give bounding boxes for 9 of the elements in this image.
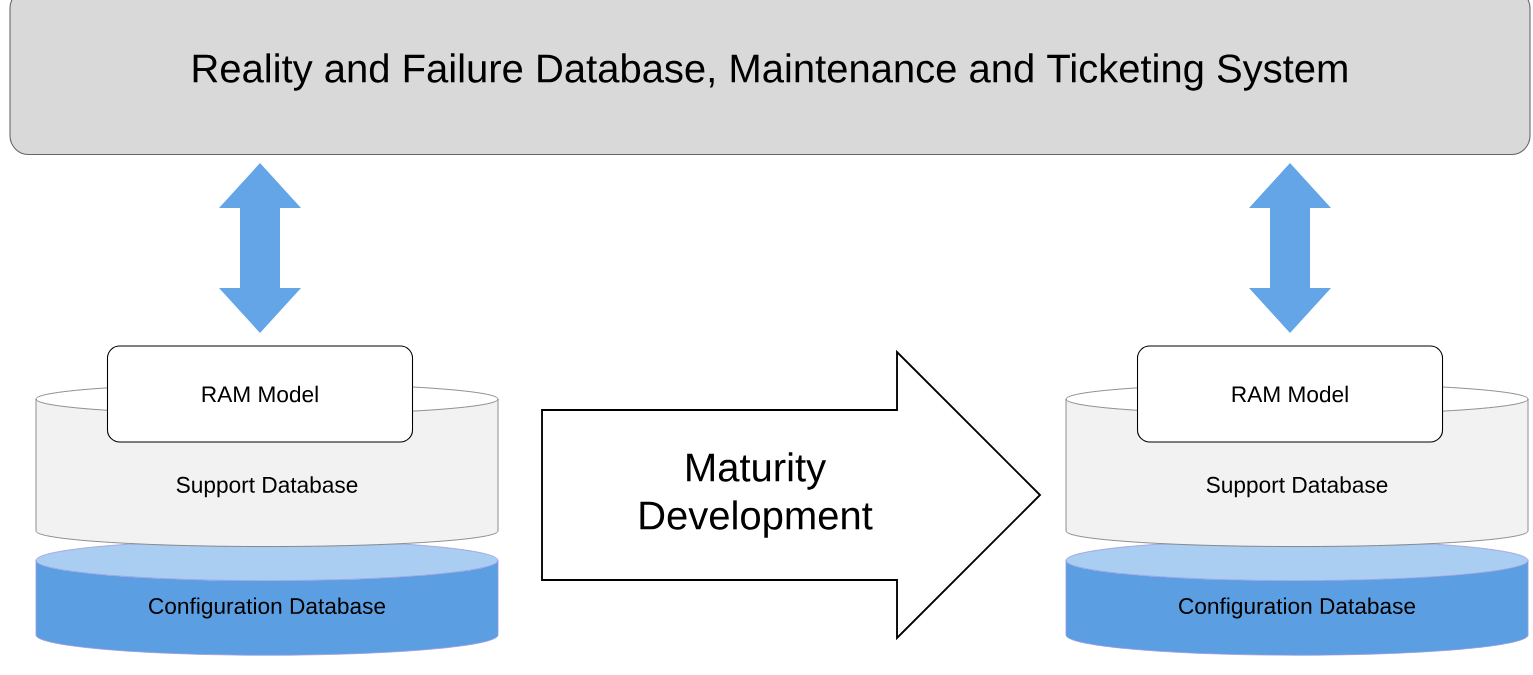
database-cylinder: Configuration Database	[35, 539, 499, 656]
edge-label: Maturity Development	[640, 452, 873, 538]
model-box: RAM Model	[1137, 345, 1444, 443]
database-cylinder: Configuration Database	[1065, 539, 1529, 656]
block-arrow	[219, 163, 301, 333]
block-arrow	[1249, 163, 1331, 333]
model-box: RAM Model	[106, 345, 414, 443]
block-arrow	[541, 349, 1042, 641]
system-band: Reality and Failure Database, Maintenance and Ticketing System	[9, 0, 1531, 156]
